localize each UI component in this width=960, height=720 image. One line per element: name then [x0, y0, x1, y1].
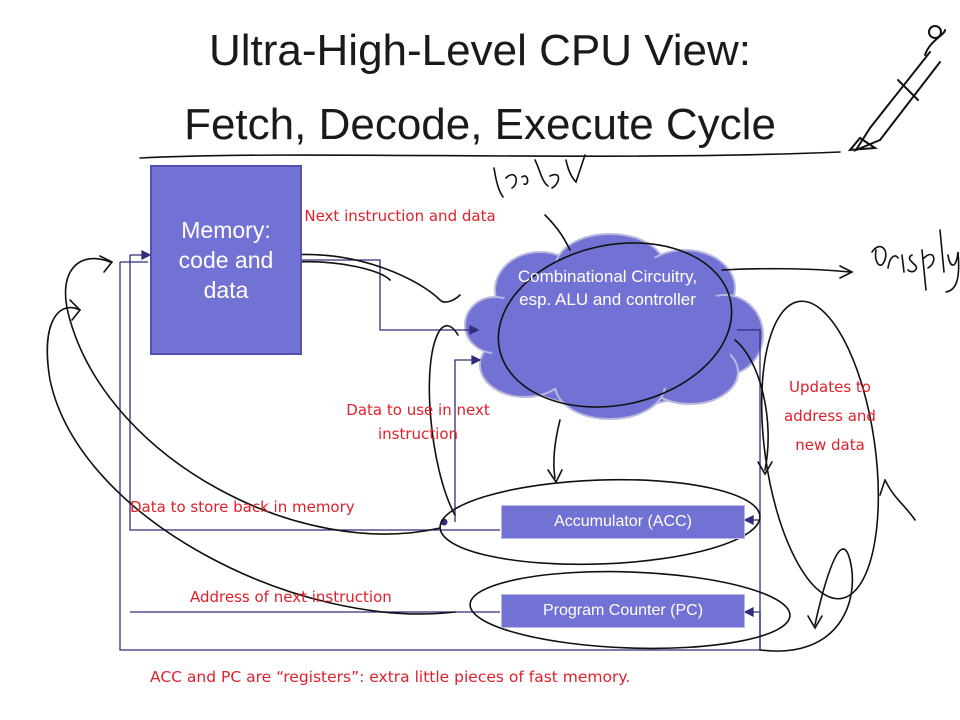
data-to-use-label: Data to use in next instruction	[346, 401, 490, 443]
address-next-label: Address of next instruction	[190, 588, 392, 606]
footer-note: ACC and PC are “registers”: extra little…	[150, 668, 631, 686]
memory-box: Memory: code and data	[150, 165, 302, 355]
program-counter-register: Program Counter (PC)	[501, 594, 745, 628]
next-instruction-label: Next instruction and data	[304, 207, 496, 225]
title-line-1: Ultra-High-Level CPU View:	[208, 26, 752, 75]
store-back-label: Data to store back in memory	[130, 498, 355, 516]
accumulator-register: Accumulator (ACC)	[501, 505, 745, 539]
title-line-2: Fetch, Decode, Execute Cycle	[184, 100, 776, 149]
handwritten-annotations	[46, 25, 960, 652]
combinational-circuitry-label: Combinational Circuitry, esp. ALU and co…	[517, 267, 698, 309]
updates-label: Updates to address and new data	[784, 378, 876, 454]
sword-icon	[847, 25, 946, 153]
